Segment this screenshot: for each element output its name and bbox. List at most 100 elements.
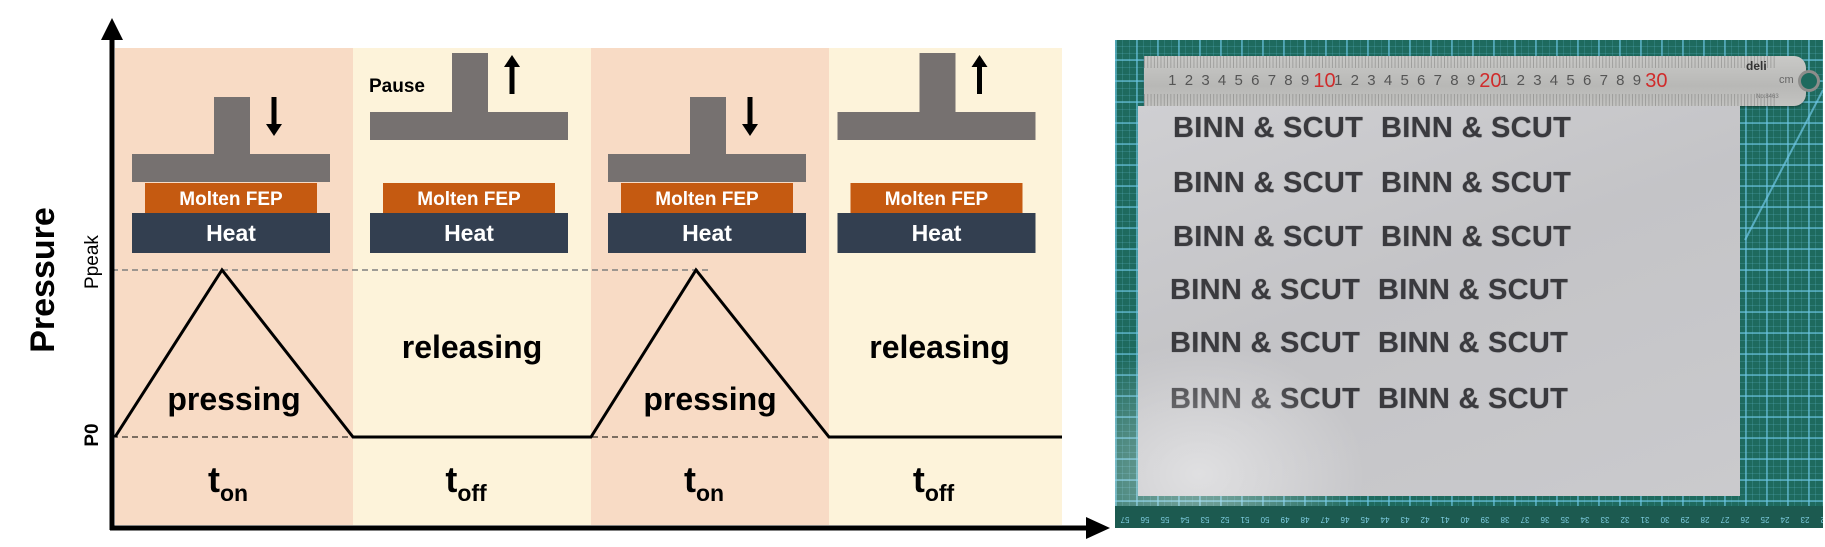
ruler-number: 8 — [1616, 72, 1625, 89]
mat-scale-number: 54 — [1180, 515, 1190, 524]
phase-labels: pressingtonreleasingtoffpressingtonrelea… — [167, 329, 1009, 506]
printed-label: BINN & SCUT — [1173, 112, 1364, 144]
ruler-number: 9 — [1632, 72, 1642, 89]
mat-scale-number: 34 — [1580, 515, 1590, 524]
molten-fep-layer — [621, 183, 793, 213]
x-axis-arrowhead — [1086, 517, 1110, 539]
mat-scale-number: 41 — [1440, 515, 1450, 524]
ruler-number: 1 — [1334, 72, 1343, 89]
ruler-number: 5 — [1234, 72, 1243, 89]
ruler-number: 6 — [1417, 72, 1426, 89]
printed-label: BINN & SCUT — [1173, 221, 1364, 253]
ruler-number: 7 — [1433, 72, 1442, 89]
mat-scale-number: 48 — [1300, 515, 1310, 524]
ruler-number: 3 — [1201, 72, 1210, 89]
printed-label: BINN & SCUT — [1378, 383, 1569, 415]
printed-label: BINN & SCUT — [1170, 327, 1360, 360]
mat-scale-number: 29 — [1680, 515, 1690, 524]
press-stem — [919, 53, 956, 112]
time-subscript: on — [696, 480, 724, 506]
arrow-up-icon — [509, 66, 515, 94]
ruler-number: 3 — [1367, 72, 1376, 89]
printed-label: BINN & SCUT — [1170, 274, 1361, 306]
ruler-number: 30 — [1645, 70, 1668, 92]
molten-fep-layer — [145, 183, 317, 213]
press-stem — [214, 97, 250, 154]
y-axis-title: Pressure — [24, 207, 62, 353]
mat-scale-number: 31 — [1640, 515, 1650, 524]
ruler-brand: deli — [1746, 59, 1767, 73]
mat-scale-number: 44 — [1380, 515, 1390, 524]
heat-block — [370, 213, 568, 253]
mat-scale-number: 45 — [1360, 515, 1370, 524]
pause-label: Pause — [369, 76, 425, 97]
mat-scale-number: 49 — [1280, 515, 1290, 524]
mat-scale-number: 56 — [1140, 515, 1150, 524]
ruler-number: 5 — [1400, 72, 1409, 89]
molten-fep-label: Molten FEP — [655, 189, 759, 210]
time-symbol: t — [445, 459, 457, 500]
arrow-down-icon-head — [742, 124, 758, 136]
mat-scale-number: 36 — [1540, 515, 1550, 524]
mat-scale-number: 30 — [1660, 515, 1670, 524]
mat-scale-number: 39 — [1480, 515, 1490, 524]
mat-scale-number: 32 — [1620, 515, 1630, 524]
mat-scale-number: 33 — [1600, 515, 1610, 524]
heat-block — [608, 213, 806, 253]
ppeak-tick-label: Ppeak — [82, 235, 103, 289]
ruler-number: 9 — [1300, 72, 1310, 89]
ruler-number: 2 — [1184, 72, 1194, 89]
printed-label: BINN & SCUT — [1173, 167, 1364, 199]
press-plate — [370, 112, 568, 140]
mat-scale-number: 40 — [1460, 515, 1470, 524]
press-plate — [837, 112, 1036, 140]
y-axis-arrowhead — [101, 18, 123, 40]
mat-scale-number: 28 — [1700, 515, 1710, 524]
time-subscript: on — [220, 480, 248, 506]
mat-scale-number: 52 — [1220, 515, 1230, 524]
ruler-number: 5 — [1566, 72, 1575, 89]
ruler-number: 2 — [1516, 72, 1525, 89]
ruler-number: 8 — [1284, 72, 1293, 89]
phase-state-label: releasing — [869, 329, 1010, 365]
ruler-number: 4 — [1383, 72, 1393, 89]
mat-scale-number: 37 — [1520, 515, 1530, 524]
arrow-up-icon-head — [504, 55, 520, 67]
time-subscript: off — [457, 480, 487, 506]
fep-film-sample: BINN & SCUT BINN & SCUT BINN & SCUT BINN & … — [1138, 106, 1740, 496]
ruler-number: 4 — [1217, 72, 1227, 89]
p0-tick-label: P0 — [82, 423, 103, 446]
ruler-number: 1 — [1500, 72, 1509, 89]
heat-label: Heat — [912, 220, 962, 246]
time-subscript: off — [925, 480, 955, 506]
mat-scale-number: 22 — [1815, 515, 1823, 524]
time-symbol: t — [913, 459, 925, 500]
phase-time-label: toff — [445, 459, 487, 506]
press-stem — [452, 53, 488, 112]
mat-scale-number: 42 — [1420, 515, 1430, 524]
mat-scale-number: 43 — [1400, 515, 1410, 524]
ruler-number: 10 — [1313, 70, 1336, 92]
pressure-curve — [113, 267, 1062, 439]
mat-scale-number: 53 — [1200, 515, 1210, 524]
mat-scale-number: 47 — [1320, 515, 1330, 524]
heat-label: Heat — [206, 220, 256, 246]
arrow-down-icon — [747, 97, 753, 125]
ruler-number: 2 — [1350, 72, 1359, 89]
ruler-number: 6 — [1582, 72, 1592, 89]
mat-scale-number: 51 — [1240, 515, 1250, 524]
ruler-number: 3 — [1533, 72, 1542, 89]
time-symbol: t — [208, 459, 220, 500]
mat-scale-number: 27 — [1720, 515, 1730, 524]
mat-scale-number: 23 — [1800, 515, 1810, 524]
phase-state-label: pressing — [643, 381, 776, 417]
